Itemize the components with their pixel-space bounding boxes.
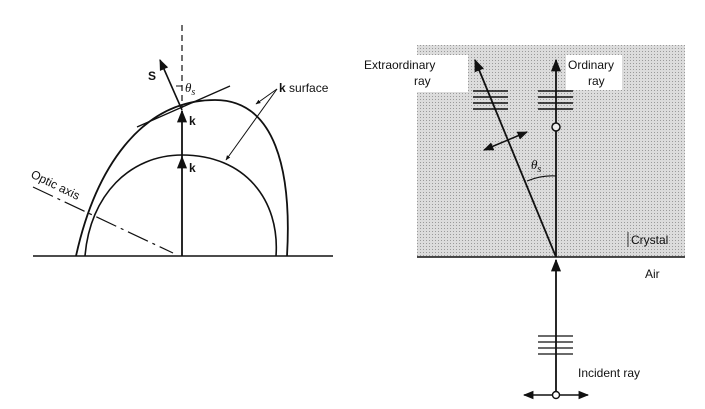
theta-s-label-right: θs xyxy=(531,157,541,175)
k-surface-diagram xyxy=(32,25,333,257)
theta-s-arc xyxy=(526,175,557,182)
ordinary-ray-label-line1: Ordinary xyxy=(568,58,614,72)
optic-axis-label: Optic axis xyxy=(29,167,82,203)
incident-wavefronts xyxy=(538,335,573,355)
extraordinary-wavefronts xyxy=(473,90,508,110)
k-label-outer: k xyxy=(189,114,196,128)
extraordinary-ray-label-line1: Extraordinary xyxy=(364,58,435,72)
extraordinary-label-bg xyxy=(360,55,468,92)
k-surface-pointer-outer xyxy=(255,88,278,105)
extraordinary-ray-label-line2: ray xyxy=(414,74,431,88)
theta-s-label-left: θs xyxy=(185,80,195,98)
birefringent-crystal-diagram xyxy=(360,45,685,400)
ordinary-ray-label-line2: ray xyxy=(588,74,605,88)
air-label: Air xyxy=(645,267,660,281)
k-label-inner: k xyxy=(189,161,196,175)
tangent-line xyxy=(136,85,231,128)
ordinary-wavefronts xyxy=(538,90,573,110)
s-vector xyxy=(159,58,183,111)
incident-ray-label: Incident ray xyxy=(578,366,640,380)
ordinary-label-bg xyxy=(566,55,622,90)
extraordinary-polarization-arrow xyxy=(483,131,528,151)
ordinary-polarization-dot xyxy=(551,122,561,132)
extraordinary-ray xyxy=(474,58,557,258)
optic-axis-line xyxy=(32,186,174,254)
outer-k-surface xyxy=(75,99,289,257)
s-label: S xyxy=(148,69,156,83)
crystal-label: Crystal xyxy=(631,233,668,247)
inner-k-surface xyxy=(84,154,278,257)
incident-polarization-dot xyxy=(551,390,561,400)
k-surface-pointer-inner xyxy=(225,88,278,161)
k-surface-label: k surface xyxy=(279,81,329,95)
